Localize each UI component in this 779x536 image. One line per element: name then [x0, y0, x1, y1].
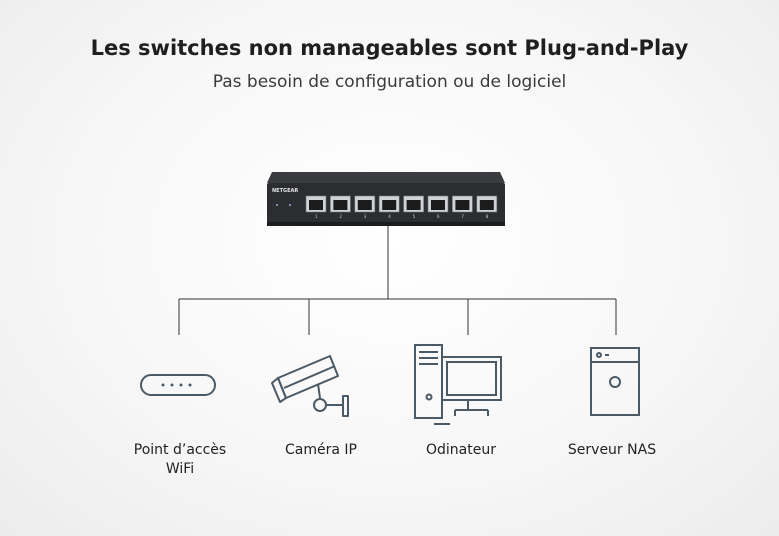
switch-port: 6 — [427, 195, 449, 219]
label-wifi-line2: WiFi — [165, 461, 195, 477]
nas-server-icon — [590, 347, 640, 416]
computer-icon — [414, 344, 502, 425]
connection-lines — [178, 226, 617, 335]
switch-port: 2 — [330, 195, 351, 219]
port-number-label: 2 — [339, 214, 342, 219]
port-number-label: 3 — [364, 214, 367, 219]
diagram-title: Les switches non manageables sont Plug-a… — [90, 36, 689, 60]
switch-port: 4 — [378, 195, 400, 219]
port-number-label: 7 — [461, 214, 464, 219]
port-number-label: 8 — [486, 214, 489, 219]
port-number-label: 5 — [413, 214, 416, 219]
switch-port: 3 — [354, 195, 376, 219]
wifi-access-point-icon — [140, 374, 216, 396]
label-nas-server: Serveur NAS — [542, 441, 682, 460]
label-ip-camera: Caméra IP — [251, 441, 391, 460]
netgear-switch: NETGEAR 1 2 3 4 5 6 7 8 — [267, 172, 505, 226]
label-computer: Odinateur — [391, 441, 531, 460]
switch-brand-label: NETGEAR — [272, 188, 298, 194]
port-number-label: 1 — [315, 214, 318, 219]
ip-camera-icon — [271, 355, 349, 417]
port-number-label: 6 — [437, 214, 440, 219]
label-computer-text: Odinateur — [426, 442, 496, 458]
label-wifi-access-point: Point d’accès WiFi — [110, 441, 250, 479]
label-camera-text: Caméra IP — [285, 442, 357, 458]
label-nas-text: Serveur NAS — [567, 442, 657, 458]
switch-ports: 1 2 3 4 5 6 7 8 — [305, 195, 498, 219]
switch-port: 1 — [305, 195, 327, 219]
label-wifi-line1: Point d’accès — [133, 442, 227, 458]
switch-port: 7 — [452, 195, 473, 219]
switch-port: 5 — [403, 195, 424, 219]
port-number-label: 4 — [388, 214, 391, 219]
switch-port: 8 — [476, 195, 498, 219]
diagram-subtitle: Pas besoin de configuration ou de logici… — [212, 72, 567, 92]
